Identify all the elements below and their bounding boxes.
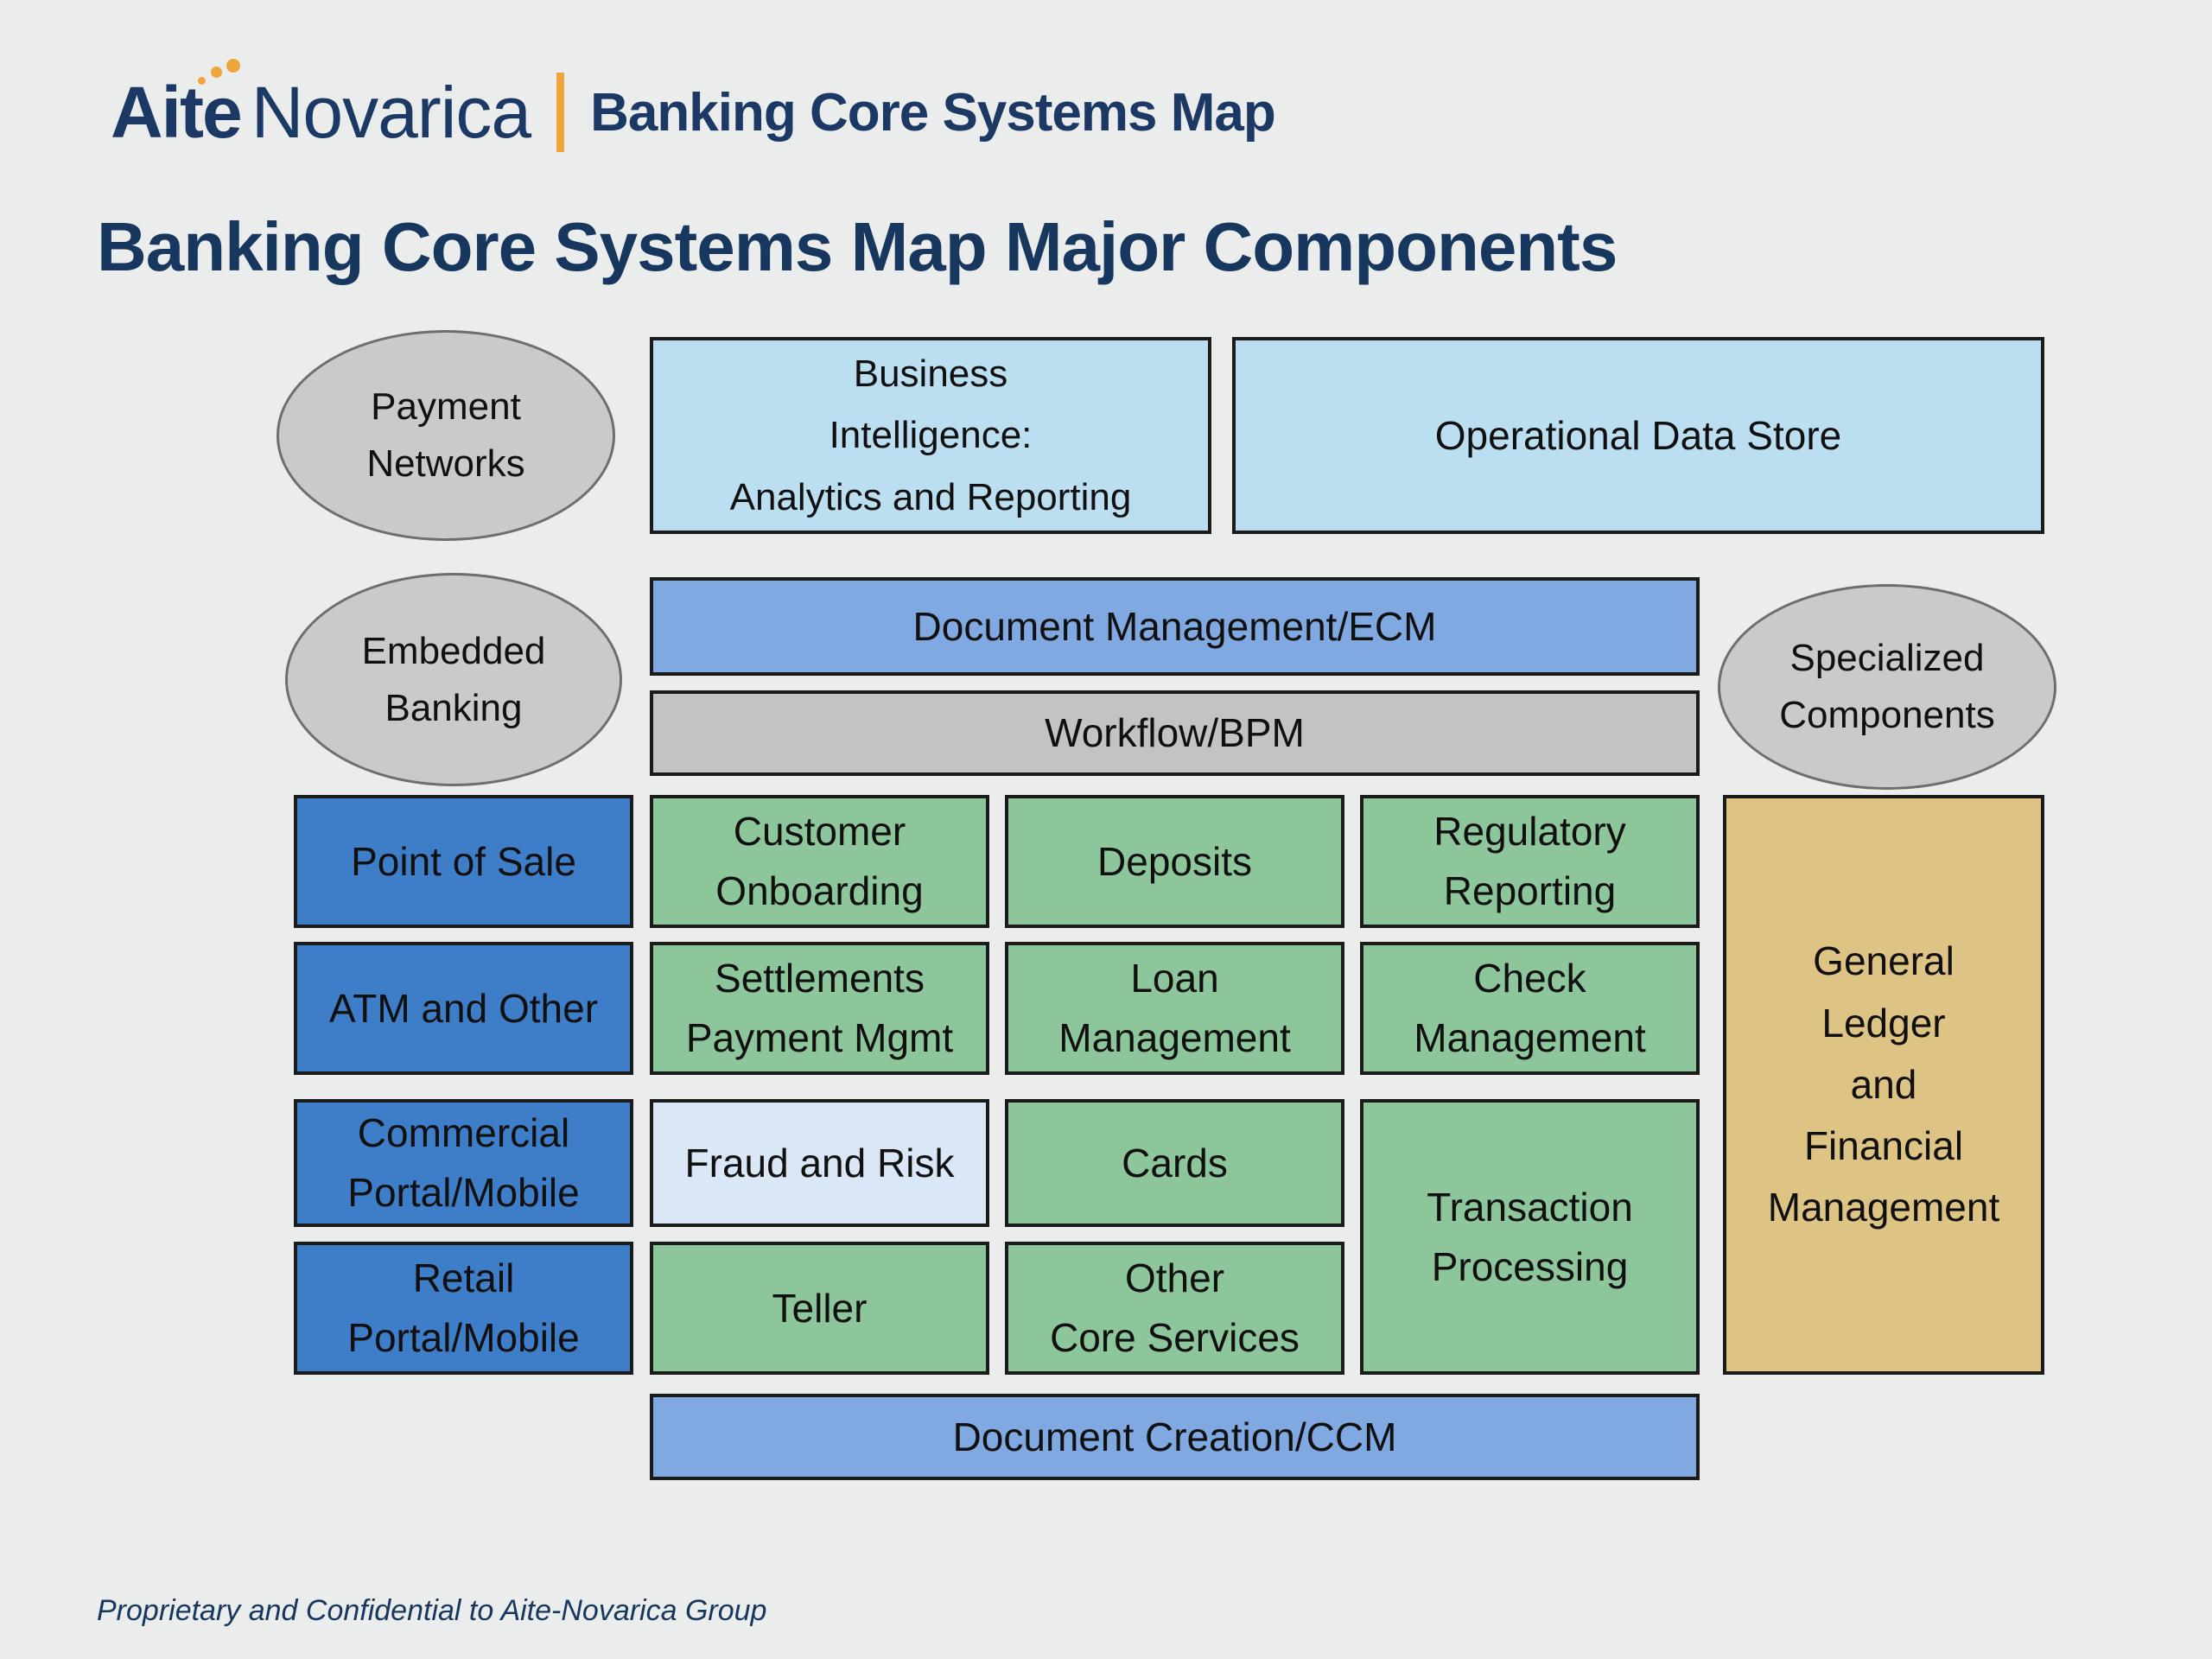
box-general-ledger-financial-management: General Ledger and Financial Management (1723, 795, 2044, 1375)
box-commercial-portal-mobile: Commercial Portal/Mobile (294, 1099, 633, 1227)
box-loan-management: Loan Management (1005, 942, 1344, 1075)
box-document-management-ecm: Document Management/ECM (650, 577, 1700, 676)
brand-divider-bar (556, 73, 565, 152)
box-business-intelligence: Business Intelligence: Analytics and Rep… (650, 337, 1211, 534)
box-fraud-and-risk: Fraud and Risk (650, 1099, 989, 1227)
box-cards: Cards (1005, 1099, 1344, 1227)
box-retail-portal-mobile: Retail Portal/Mobile (294, 1242, 633, 1375)
brand-logo: Aite Novarica Banking Core Systems Map (111, 58, 1276, 164)
brand-product-title: Banking Core Systems Map (590, 82, 1276, 143)
brand-secondary-text: Novarica (251, 71, 531, 153)
brand-primary-text: Aite (111, 71, 243, 153)
box-other-core-services: Other Core Services (1005, 1242, 1344, 1375)
ellipse-embedded-banking: Embedded Banking (285, 573, 622, 786)
box-transaction-processing: Transaction Processing (1360, 1099, 1700, 1375)
box-atm-and-other: ATM and Other (294, 942, 633, 1075)
ellipse-payment-networks: Payment Networks (276, 330, 615, 541)
page-title: Banking Core Systems Map Major Component… (97, 208, 1618, 285)
footer-confidentiality-note: Proprietary and Confidential to Aite-Nov… (97, 1594, 767, 1627)
ellipse-specialized-components: Specialized Components (1718, 584, 2056, 790)
box-teller: Teller (650, 1242, 989, 1375)
box-check-management: Check Management (1360, 942, 1700, 1075)
box-regulatory-reporting: Regulatory Reporting (1360, 795, 1700, 928)
brand-primary-wordmark: Aite (111, 58, 243, 155)
brand-dots-icon (197, 58, 243, 88)
box-point-of-sale: Point of Sale (294, 795, 633, 928)
box-operational-data-store: Operational Data Store (1232, 337, 2044, 534)
box-document-creation-ccm: Document Creation/CCM (650, 1394, 1700, 1480)
box-workflow-bpm: Workflow/BPM (650, 690, 1700, 776)
box-deposits: Deposits (1005, 795, 1344, 928)
box-customer-onboarding: Customer Onboarding (650, 795, 989, 928)
box-settlements-payment-mgmt: Settlements Payment Mgmt (650, 942, 989, 1075)
